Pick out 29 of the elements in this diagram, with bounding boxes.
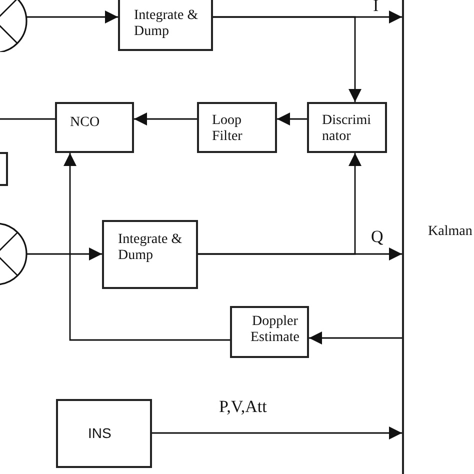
signal-label: I — [372, 0, 380, 14]
arrow — [198, 153, 362, 255]
box-label: Kalman — [428, 224, 472, 240]
arrow — [26, 248, 102, 260]
box-label: Doppler Estimate — [250, 314, 300, 346]
process-box — [307, 102, 387, 153]
arrow — [152, 426, 402, 440]
arrow — [309, 332, 402, 344]
arrow — [277, 112, 307, 126]
arrow — [134, 112, 197, 126]
box-label: Integrate & Dump — [134, 8, 200, 40]
arrow — [26, 10, 118, 24]
box-label: Loop Filter — [212, 113, 244, 145]
kalman-filter-block — [402, 0, 474, 474]
process-box — [56, 399, 152, 468]
box-label: Discrimi nator — [322, 113, 372, 145]
process-box — [102, 220, 198, 289]
box-label: INS — [88, 425, 112, 441]
process-box — [230, 306, 309, 358]
signal-label: Q — [370, 228, 384, 245]
box-label: Integrate & Dump — [118, 232, 184, 264]
line — [0, 118, 55, 120]
process-box — [118, 0, 213, 51]
arrow — [213, 16, 362, 102]
process-box — [197, 102, 277, 153]
arrow — [64, 153, 230, 341]
process-box — [55, 102, 134, 153]
signal-label: P,V,Att — [218, 398, 268, 415]
box-label: NCO — [70, 115, 100, 131]
